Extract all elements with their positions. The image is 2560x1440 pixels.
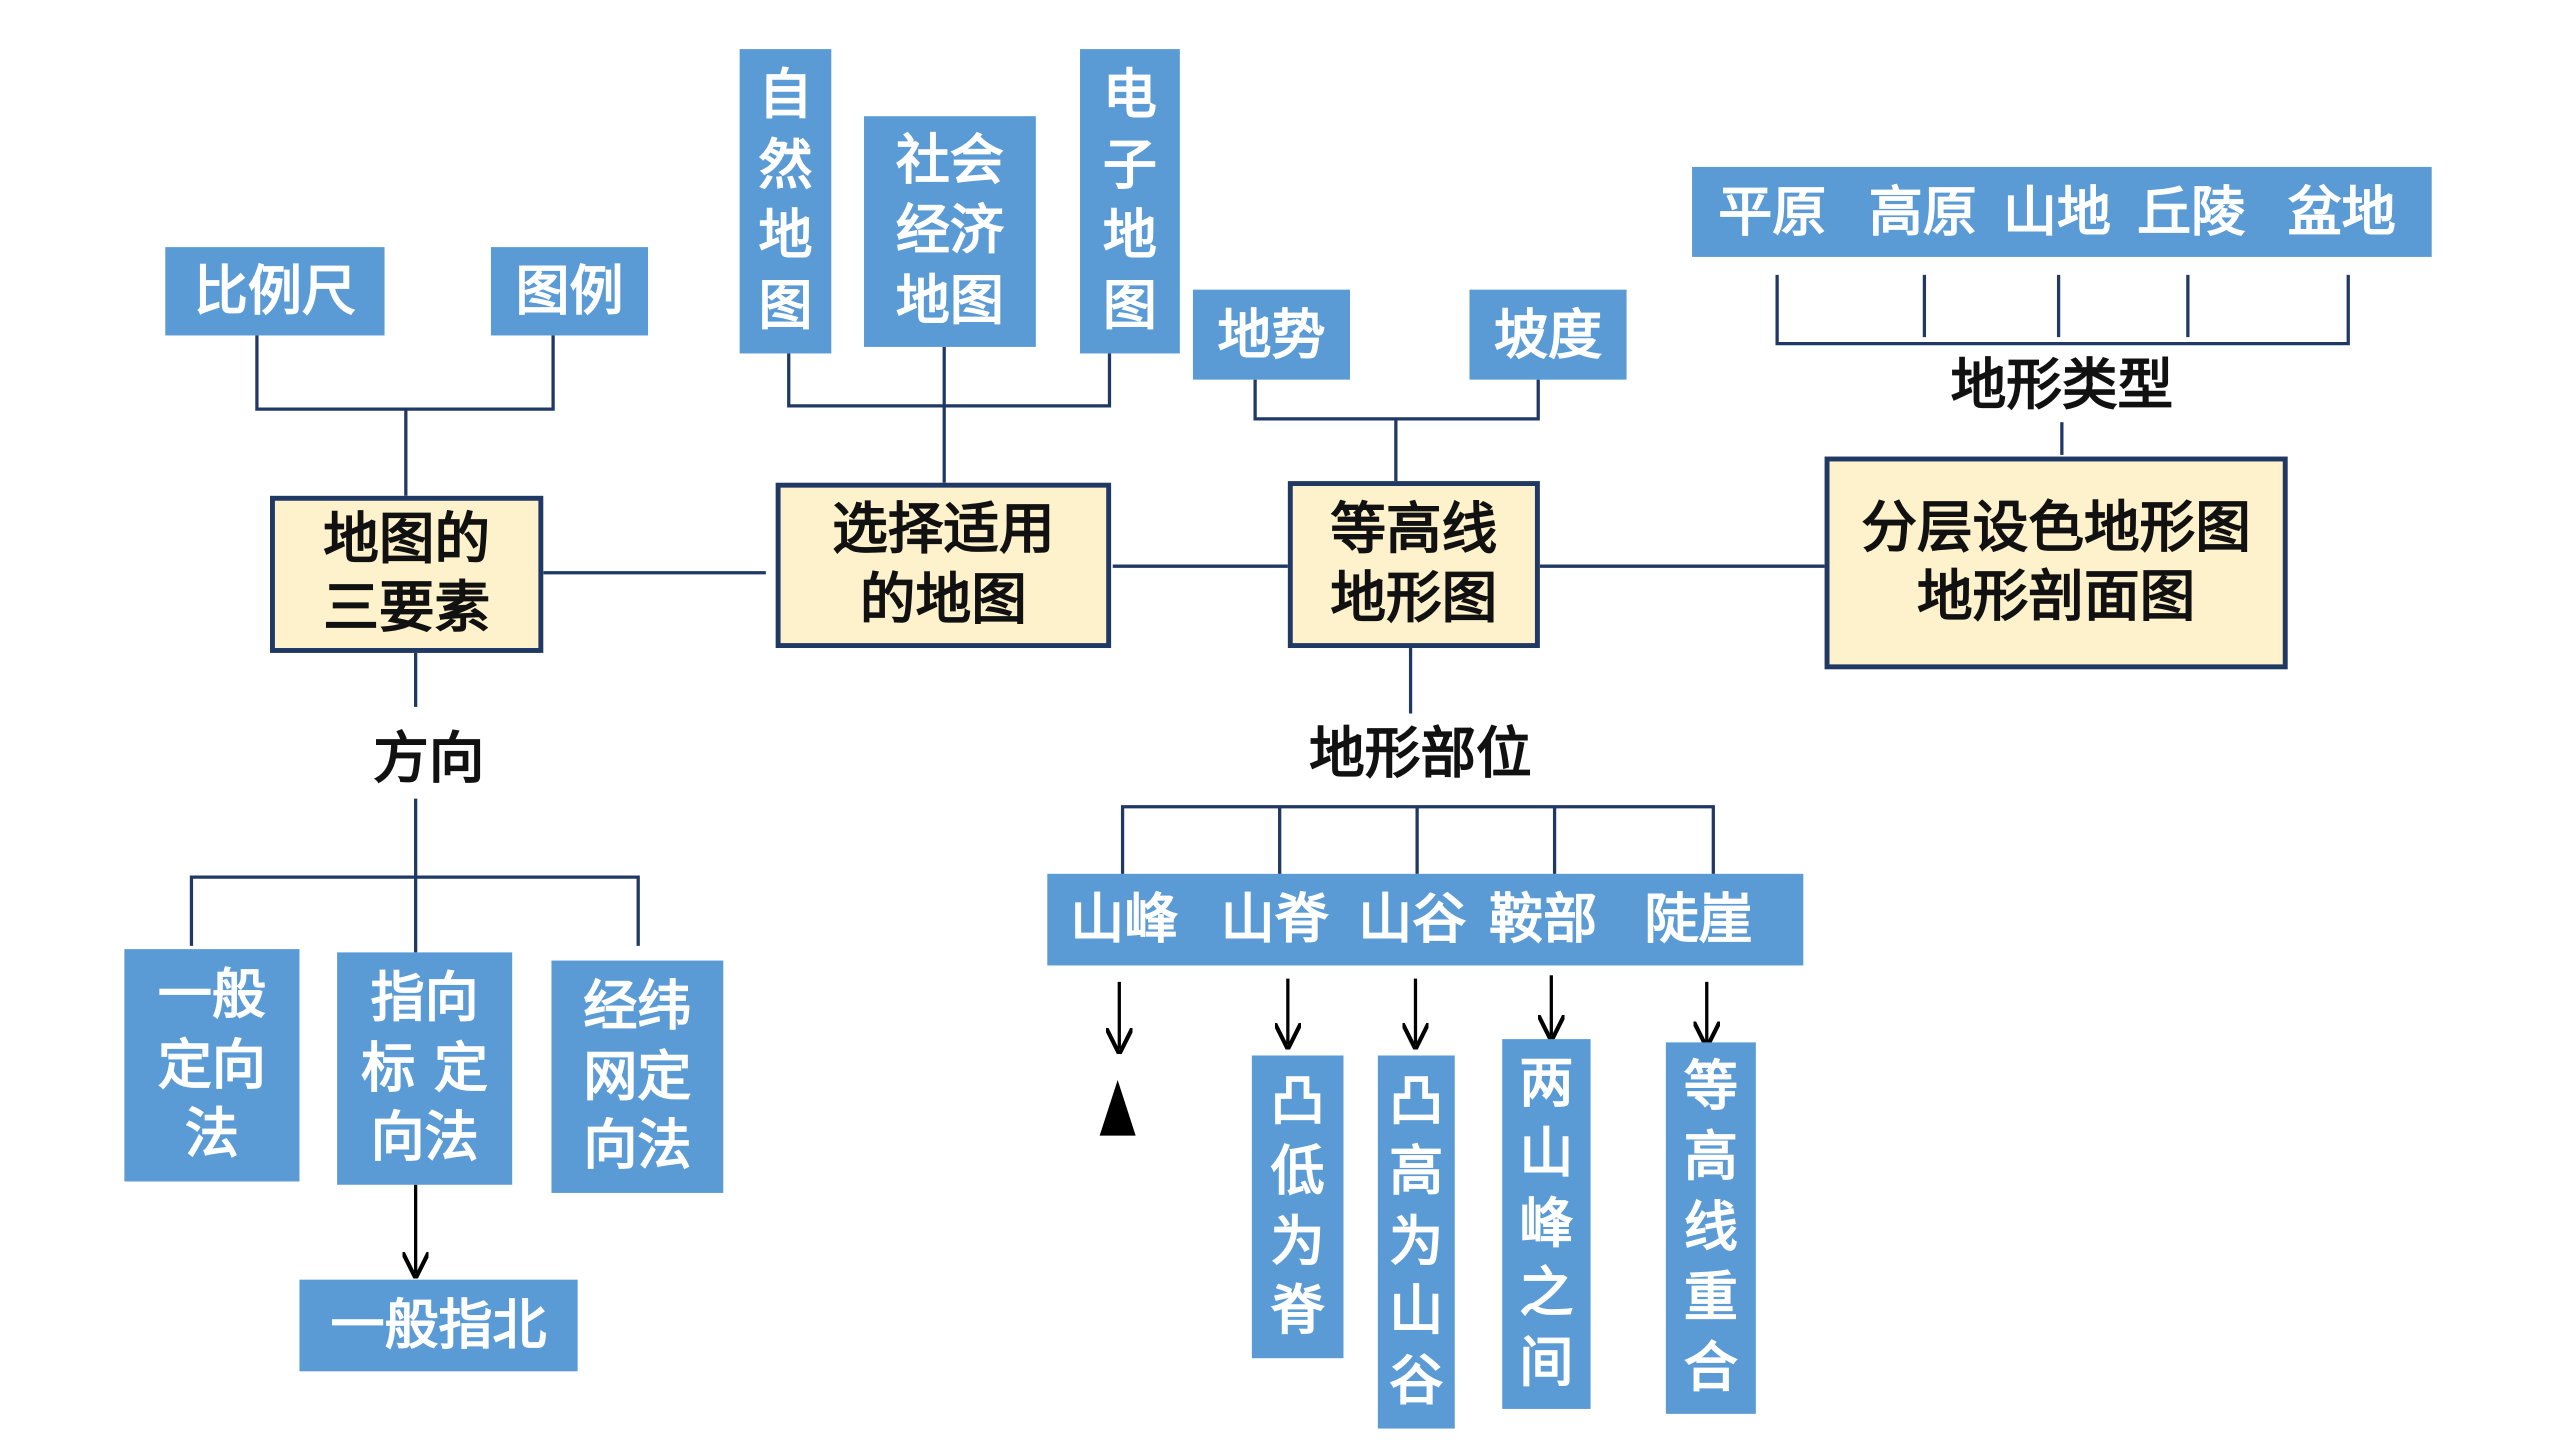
scale-box: 比例尺 <box>165 247 385 336</box>
bracket-scale-legend <box>255 335 555 411</box>
terrain-parts-row: 山峰 山脊 山谷 鞍部 陡崖 <box>1047 873 1804 966</box>
part-saddle: 鞍部 <box>1489 886 1598 951</box>
terrain-types-label: 地形类型 <box>1950 353 2174 419</box>
type-plain: 平原 <box>1718 180 1827 244</box>
electronic-map-box: 电 子 地 图 <box>1080 49 1180 354</box>
part-ridge: 山脊 <box>1220 886 1329 951</box>
choose-map-box: 选择适用 的地图 <box>775 482 1112 649</box>
legend-box: 图例 <box>490 247 649 336</box>
part-cliff: 陡崖 <box>1644 886 1753 951</box>
socio-economic-map-box: 社会 经济 地图 <box>864 116 1036 347</box>
bracket-terrain-types <box>1775 274 2350 346</box>
direction-label: 方向 <box>373 726 485 792</box>
general-north-box: 一般指北 <box>299 1279 578 1372</box>
terrain-types-row: 平原 高原 山地 丘陵 盆地 <box>1692 166 2432 257</box>
type-mountain: 山地 <box>2002 180 2111 244</box>
bracket-direction-methods <box>189 875 640 946</box>
type-basin: 盆地 <box>2287 180 2396 244</box>
contour-map-box: 等高线 地形图 <box>1287 481 1540 649</box>
trend-box: 地势 <box>1192 289 1351 380</box>
pointer-orientation-box: 指向 标 定 向法 <box>337 952 513 1185</box>
type-hill: 丘陵 <box>2137 180 2246 244</box>
natural-map-box: 自 然 地 图 <box>739 49 832 354</box>
latlong-orientation-box: 经纬 网定 向法 <box>551 960 724 1193</box>
bracket-trend-slope <box>1253 379 1540 421</box>
type-plateau: 高原 <box>1868 180 1977 244</box>
slope-box: 坡度 <box>1469 289 1627 380</box>
terrain-parts-label: 地形部位 <box>1309 721 1532 787</box>
part-valley: 山谷 <box>1358 886 1467 951</box>
saddle-desc-box: 两 山 峰 之 间 <box>1502 1039 1591 1409</box>
three-elements-box: 地图的 三要素 <box>270 495 544 653</box>
bracket-map-types <box>787 353 1112 408</box>
part-peak: 山峰 <box>1070 886 1179 951</box>
ridge-desc-box: 凸 低 为 脊 <box>1251 1055 1344 1359</box>
general-orientation-box: 一般 定向 法 <box>124 949 300 1182</box>
peak-triangle-symbol <box>1099 1080 1136 1136</box>
cliff-desc-box: 等 高 线 重 合 <box>1665 1042 1756 1414</box>
layered-map-box: 分层设色地形图 地形剖面图 <box>1824 456 2288 670</box>
valley-desc-box: 凸 高 为 山 谷 <box>1377 1055 1455 1429</box>
bracket-terrain-parts <box>1120 805 1715 874</box>
